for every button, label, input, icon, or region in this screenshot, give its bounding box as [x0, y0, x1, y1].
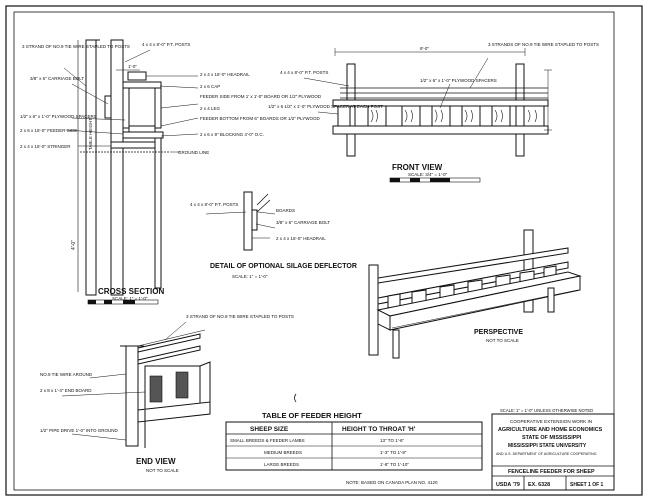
persp-title: PERSPECTIVE — [474, 329, 523, 336]
fv-scale: SCALE: 3/4" = 1'-0" — [408, 172, 448, 177]
fv-spacer-post-label: 1/2" x 6 1/2" x 1'-0" PLYWOOD SPACER AT … — [268, 104, 383, 109]
cs-blocking-label: 2 x 6 x 9" BLOCKING 4'-0" O.C. — [200, 132, 264, 137]
feeder-table — [225, 421, 483, 471]
ev-tie-label: NO.9 TIE WIRE AROUND — [40, 372, 93, 377]
tb-line4: MISSISSIPPI STATE UNIVERSITY — [508, 443, 587, 449]
tb-line5: AND U.S. DEPARTMENT OF AGRICULTURE COOPE… — [496, 452, 597, 456]
persp-scale: NOT TO SCALE — [486, 338, 519, 343]
tb-line1: COOPERATIVE EXTENSION WORK IN — [510, 419, 592, 424]
tb-line2: AGRICULTURE AND HOME ECONOMICS — [498, 427, 603, 433]
cs-stringer-label: 2 x 4 x 16'-0" STRINGER — [20, 144, 71, 149]
table-row-1-height: 1'-3" TO 1'-8" — [380, 450, 407, 455]
ev-end-board-label: 2 x 8 x 1'-4" END BOARD — [40, 388, 92, 393]
fv-wire-label: 3 STRANDS OF NO.9 TIE WIRE STAPLED TO PO… — [488, 42, 599, 47]
cs-cap-label: 2 x 6 CAP — [200, 84, 220, 89]
sd-posts-label: 4 x 4 x 8'-0" P.T. POSTS — [190, 202, 238, 207]
cs-width-dim: 1'-0" — [128, 64, 137, 69]
fv-span-dim: 8'-0" — [420, 46, 429, 51]
cross-section-drawing — [63, 39, 199, 305]
fv-spacers-label: 1/2" x 6" x 1'-0" PLYWOOD SPACERS — [420, 78, 497, 83]
cs-headrail-label: 2 x 4 x 16'-0" HEADRAIL — [200, 72, 250, 77]
tb-scale-note: SCALE: 1" = 1'-0" UNLESS OTHERWISE NOTED — [500, 408, 593, 413]
cs-posts-label: 4 x 4 x 8'-0" P.T. POSTS — [142, 42, 190, 47]
sd-title: DETAIL OF OPTIONAL SILAGE DEFLECTOR — [210, 263, 357, 270]
inner-border — [13, 11, 615, 491]
table-title: TABLE OF FEEDER HEIGHT — [262, 411, 362, 420]
sd-bolt-label: 3/8" x 6" CARRIAGE BOLT — [276, 220, 330, 225]
fv-title: FRONT VIEW — [392, 163, 443, 172]
table-row-2-size: LARGE BREEDS — [264, 462, 299, 467]
ev-title: END VIEW — [136, 457, 176, 466]
table-row-0-size: SMALL BREEDS & FEEDER LAMBS — [230, 438, 305, 443]
cs-height-dim: 4'-0" — [71, 240, 77, 250]
cs-ground-label: GROUND LINE — [178, 150, 209, 155]
cs-title: CROSS SECTION — [98, 287, 164, 296]
sd-scale: SCALE: 1" = 1'-0" — [232, 274, 268, 279]
outer-border — [5, 5, 643, 496]
cs-wire-label: 3 STRAND OF NO.9 TIE WIRE STAPLED TO POS… — [22, 44, 130, 49]
plywood-spacers — [337, 105, 545, 127]
sd-headrail-label: 2 x 4 x 16'-0" HEADRAIL — [276, 236, 326, 241]
cs-feeder-side-label: 2 x 6 x 16'-0" FEEDER SIDE — [20, 128, 77, 133]
cs-scale: SCALE: 1" = 1'-0" — [112, 296, 148, 301]
tb-drawing-title: FENCELINE FEEDER FOR SHEEP — [508, 469, 595, 475]
sd-boards-label: BOARDS — [276, 208, 295, 213]
table-header-height: HEIGHT TO THROAT 'H' — [342, 426, 416, 433]
fv-posts-label: 4 x 4 x 8'-0" P.T. POSTS — [280, 70, 328, 75]
tb-line3: STATE OF MISSISSIPPI — [522, 435, 582, 441]
table-row-1-size: MEDIUM BREEDS — [264, 450, 302, 455]
table-row-0-height: 13" TO 1'-6" — [380, 438, 405, 443]
table-note: NOTE: BASED ON CANADA PLAN NO. 4120 — [346, 480, 438, 485]
tb-ex: EX. 6328 — [528, 482, 550, 488]
silage-detail-drawing — [205, 191, 276, 251]
cs-bottom-label: FEEDER BOTTOM FROM 6" BOARDS OR 1/2" PLY… — [200, 116, 321, 121]
cs-feeder-side-from-label: FEEDER SIDE FROM 1' x 1'-0" BOARD OR 1/2… — [200, 94, 322, 99]
title-block — [491, 413, 615, 491]
table-row-2-height: 1'-8" TO 1'-10" — [380, 462, 409, 467]
cs-table-height-label: TABLE HEIGHT — [88, 118, 93, 150]
ev-pipe-label: 1/2" PIPE DRIVE 1'-0" INTO GROUND — [40, 428, 118, 433]
end-view-drawing — [61, 321, 297, 448]
perspective-drawing — [368, 229, 582, 359]
ev-wire-label: 3 STRAND OF NO.9 TIE WIRE STAPLED TO POS… — [186, 314, 294, 319]
cs-spacer-label: 1/2" x 6" x 1'-0" PLYWOOD SPACERS — [20, 114, 97, 119]
table-header-size: SHEEP SIZE — [250, 426, 289, 433]
front-view-drawing — [303, 48, 552, 183]
tb-sheet: SHEET 1 OF 1 — [570, 482, 604, 488]
cs-bolt-label: 3/8" x 6" CARRIAGE BOLT — [30, 76, 84, 81]
tb-usda: USDA '79 — [496, 482, 520, 488]
cs-leg-label: 2 x 4 LEG — [200, 106, 221, 111]
ev-scale: NOT TO SCALE — [146, 468, 179, 473]
